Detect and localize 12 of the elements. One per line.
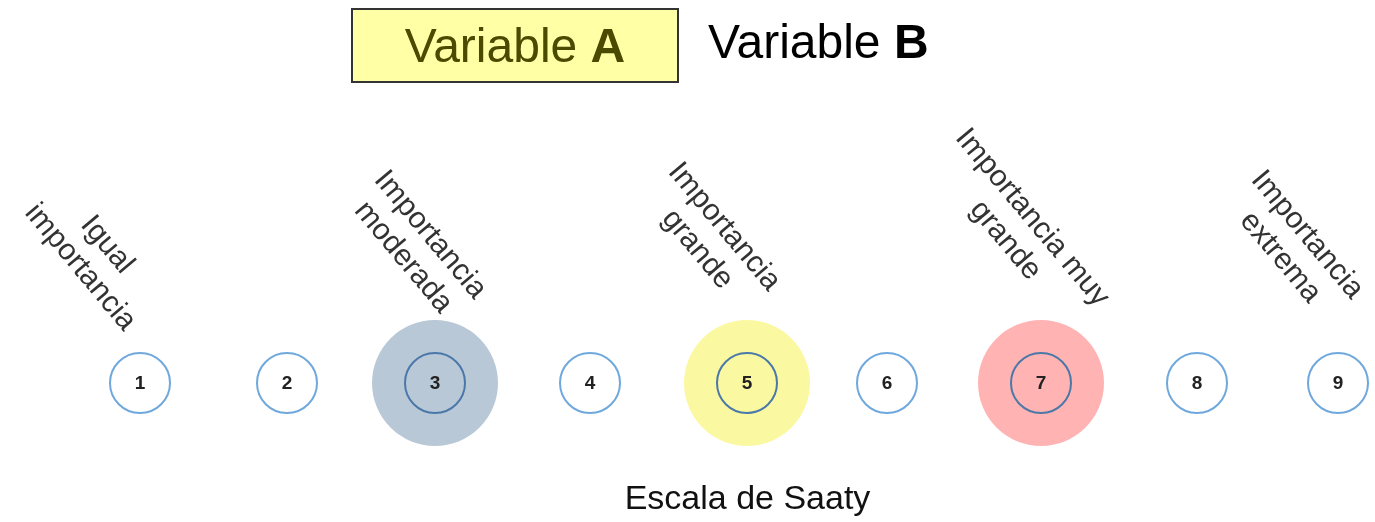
scale-circle: 9 bbox=[1307, 352, 1369, 414]
scale-circle: 4 bbox=[559, 352, 621, 414]
heading-text: Variable B bbox=[708, 14, 929, 69]
scale-circle: 3 bbox=[404, 352, 466, 414]
scale-circle: 5 bbox=[716, 352, 778, 414]
caption: Escala de Saaty bbox=[623, 478, 872, 517]
scale-circle: 2 bbox=[256, 352, 318, 414]
highlight-box: Variable A bbox=[351, 8, 679, 83]
scale-circle: 8 bbox=[1166, 352, 1228, 414]
scale-circle: 7 bbox=[1010, 352, 1072, 414]
scale-circle: 1 bbox=[109, 352, 171, 414]
scale-circle: 6 bbox=[856, 352, 918, 414]
